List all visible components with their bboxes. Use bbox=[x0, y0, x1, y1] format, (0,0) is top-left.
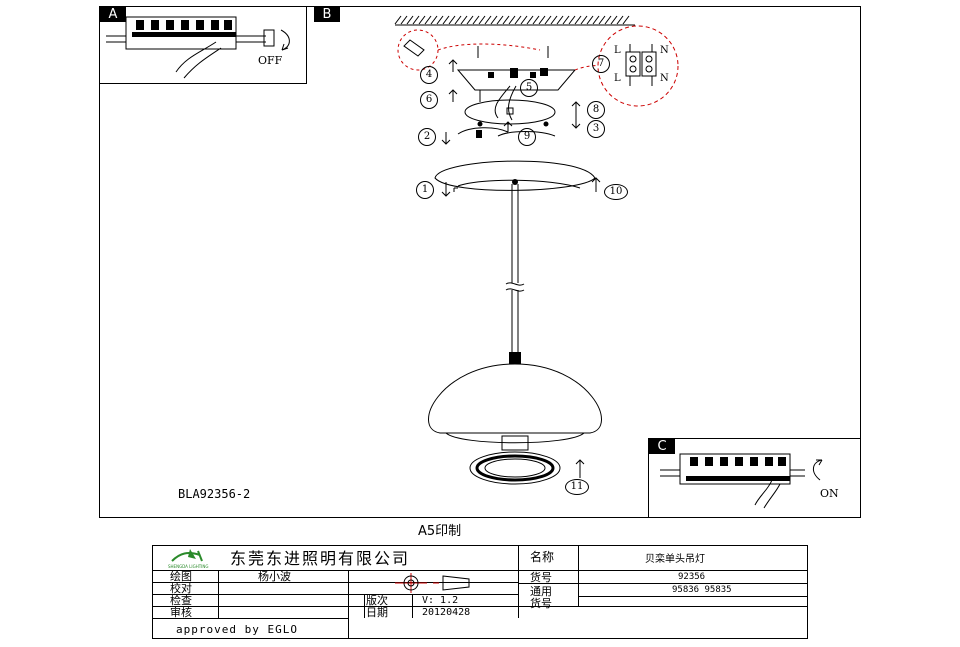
on-label: ON bbox=[820, 487, 839, 500]
tb-line-4 bbox=[152, 606, 808, 607]
step-4-marker: 4 bbox=[420, 66, 438, 84]
wire-n-bottom: N bbox=[660, 73, 669, 84]
panel-a bbox=[99, 6, 307, 84]
breaker-switch-off-illustration bbox=[106, 16, 290, 79]
row-label-review: 审核 bbox=[170, 606, 192, 619]
general-label-1: 通用 bbox=[530, 585, 552, 598]
name-label: 名称 bbox=[530, 550, 555, 564]
company-logo-text: SHENGDA LIGHTING bbox=[168, 564, 209, 569]
title-block bbox=[152, 545, 808, 639]
step-8-marker: 8 bbox=[587, 101, 605, 119]
item-label: 货号 bbox=[530, 571, 552, 584]
step-7-marker: 7 bbox=[592, 55, 610, 73]
date-value: 20120428 bbox=[422, 607, 471, 618]
company-logo-icon bbox=[171, 549, 203, 562]
panel-c-tag: C bbox=[649, 439, 675, 454]
step-4-text: 4 bbox=[425, 69, 433, 80]
tb-vline-3 bbox=[364, 594, 365, 618]
row-value-draw: 杨小波 bbox=[258, 570, 291, 583]
print-note: A5印制 bbox=[418, 524, 462, 539]
version-label: 版次 bbox=[366, 594, 388, 607]
step-8-text: 8 bbox=[592, 104, 600, 115]
tb-line-mid bbox=[348, 594, 518, 595]
date-label: 日期 bbox=[366, 606, 388, 619]
tb-line-3b bbox=[578, 596, 808, 597]
step-6-text: 6 bbox=[425, 94, 433, 105]
step-6-marker: 6 bbox=[420, 91, 438, 109]
tb-line-3 bbox=[152, 594, 518, 595]
wire-l-bottom: L bbox=[614, 73, 621, 84]
ceiling-hatch bbox=[394, 15, 635, 26]
general-label-2: 货号 bbox=[530, 597, 552, 610]
drawing-frame bbox=[99, 6, 861, 518]
step-2-marker: 2 bbox=[418, 128, 436, 146]
version-value: V: 1.2 bbox=[422, 595, 459, 606]
panel-c bbox=[648, 438, 861, 518]
off-label: OFF bbox=[258, 54, 283, 67]
tb-vline-1 bbox=[218, 570, 219, 618]
tb-line-2b bbox=[518, 583, 808, 584]
step-2-text: 2 bbox=[423, 131, 431, 142]
tb-vline-5 bbox=[518, 545, 519, 618]
panel-b-tag: B bbox=[314, 7, 340, 22]
step-3-text: 3 bbox=[592, 123, 600, 134]
step-11-text: 11 bbox=[570, 481, 584, 492]
row-label-check: 检查 bbox=[170, 594, 192, 607]
row-label-proof: 校对 bbox=[170, 582, 192, 595]
panel-a-tag: A bbox=[100, 7, 126, 22]
step-3-marker: 3 bbox=[587, 120, 605, 138]
step-11-marker: 11 bbox=[565, 479, 589, 495]
wire-n-top: N bbox=[660, 45, 669, 56]
tb-line-1 bbox=[152, 570, 808, 571]
item-value: 92356 bbox=[678, 572, 706, 582]
step-5-text: 5 bbox=[525, 82, 533, 93]
breaker-switch-on-illustration bbox=[660, 453, 823, 509]
tb-vline-4 bbox=[412, 594, 413, 618]
general-value: 95836 95835 bbox=[672, 585, 732, 595]
tb-line-2 bbox=[152, 582, 518, 583]
step-9-marker: 9 bbox=[518, 128, 536, 146]
wire-l-top: L bbox=[614, 45, 621, 56]
tb-vline-2 bbox=[348, 570, 349, 639]
approved-by: approved by EGLO bbox=[176, 623, 298, 636]
company-name: 东莞东进照明有限公司 bbox=[230, 549, 411, 568]
name-value: 贝栾单头吊灯 bbox=[645, 554, 705, 565]
step-9-text: 9 bbox=[523, 131, 531, 142]
pendant-lamp-assembly-diagram bbox=[397, 25, 679, 485]
tb-vline-6 bbox=[578, 545, 579, 606]
step-1-marker: 1 bbox=[416, 181, 434, 199]
tb-line-5 bbox=[152, 618, 348, 619]
step-10-text: 10 bbox=[609, 186, 623, 197]
model-code: BLA92356-2 bbox=[178, 487, 251, 501]
projection-symbol-icon bbox=[395, 573, 470, 593]
row-label-draw: 绘图 bbox=[170, 570, 192, 583]
step-5-marker: 5 bbox=[520, 79, 538, 97]
step-10-marker: 10 bbox=[604, 184, 628, 200]
step-7-text: 7 bbox=[597, 58, 605, 69]
step-1-text: 1 bbox=[421, 184, 429, 195]
